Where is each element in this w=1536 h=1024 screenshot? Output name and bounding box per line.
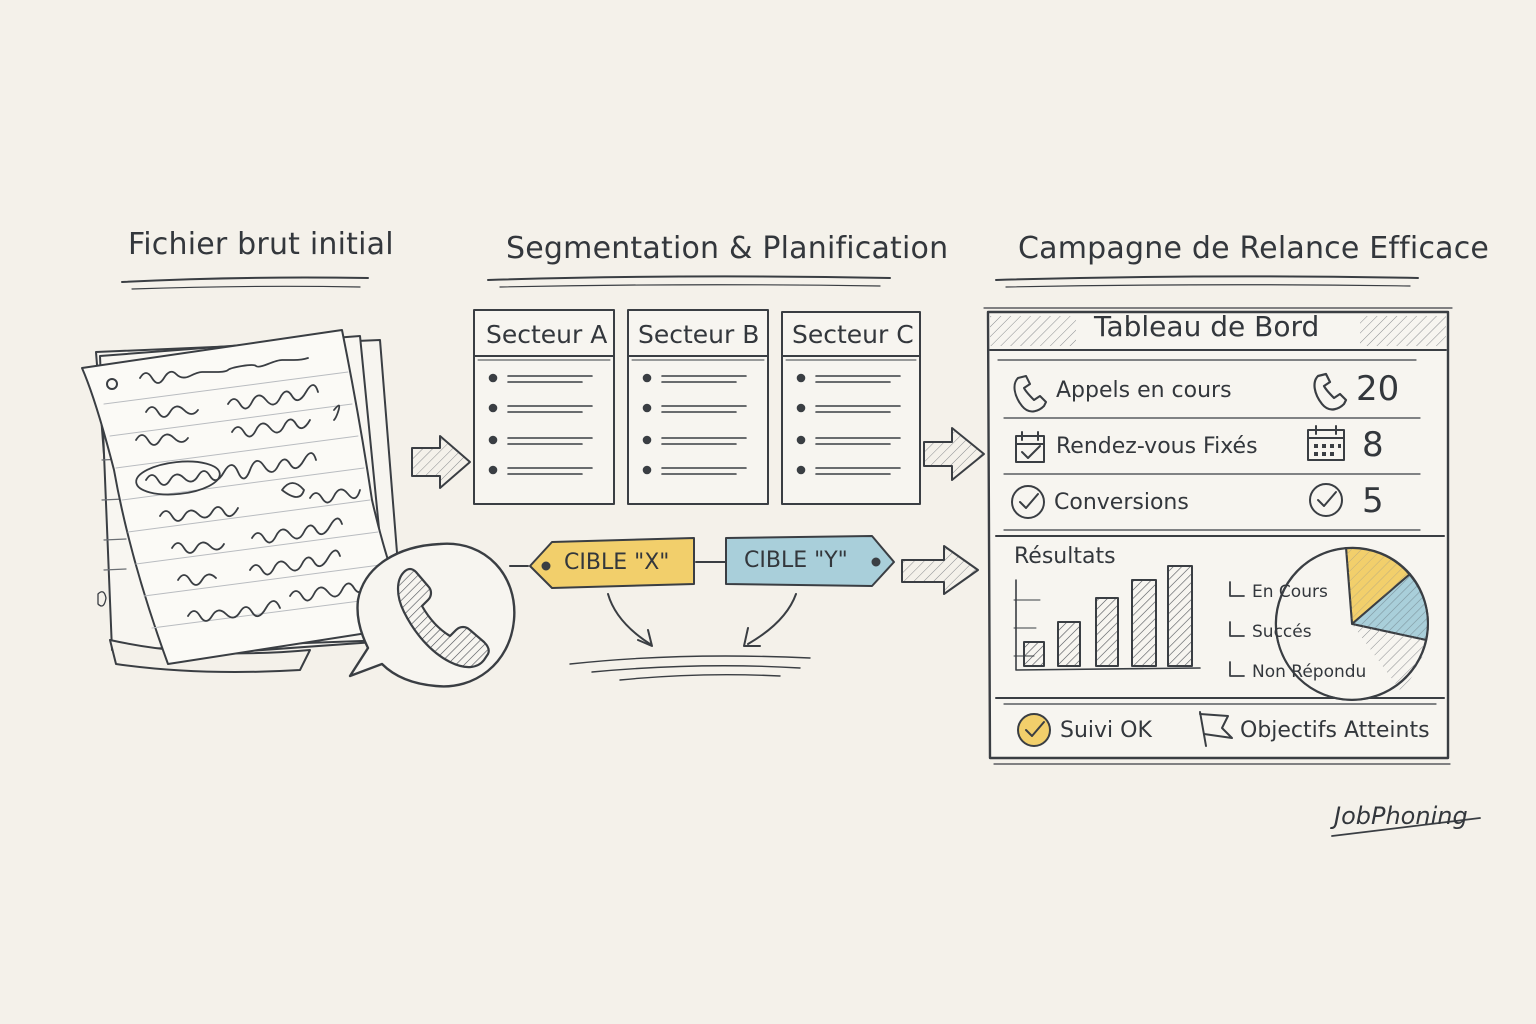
metric-calls-value: 20 (1356, 369, 1400, 409)
results-bar (1023, 641, 1045, 667)
legend-en-cours: En Cours (1252, 582, 1328, 602)
campaign-title: Campagne de Relance Efficace (1018, 231, 1490, 266)
raw-file-title: Fichier brut initial (128, 227, 394, 262)
brand-logo: JobPhoning (1334, 802, 1468, 830)
segmentation-title-underline (487, 275, 891, 288)
brand-underline (1331, 817, 1481, 837)
results-pie-chart (1274, 546, 1429, 701)
footer-suivi-ok: Suivi OK (1060, 718, 1152, 743)
legend-markers (1229, 581, 1245, 677)
metric-appointments-value: 8 (1362, 425, 1384, 465)
arrow-segmentation-to-campaign (923, 427, 985, 481)
target-x-label: CIBLE "X" (564, 550, 670, 575)
target-ground-scribble (569, 655, 811, 681)
arrow-targets-to-campaign (901, 545, 979, 595)
raw-file-title-underline (121, 276, 369, 290)
target-curved-arrows (607, 593, 797, 647)
arrow-raw-to-segmentation (411, 435, 471, 489)
sector-list-lines (488, 373, 901, 475)
sector-panel-b (627, 309, 769, 505)
campaign-title-underline (995, 275, 1419, 288)
results-bar (1057, 621, 1081, 667)
results-bar (1167, 565, 1193, 667)
results-bar (1095, 597, 1119, 667)
phone-icon (1013, 375, 1047, 413)
phone-handset-icon (396, 567, 490, 669)
footer-objectifs-atteints: Objectifs Atteints (1240, 718, 1430, 743)
target-tag-y (725, 535, 895, 587)
check-circle-icon (1011, 485, 1045, 519)
phone-icon (1313, 372, 1348, 411)
metric-conversions-value: 5 (1362, 481, 1384, 521)
check-circle-icon (1309, 483, 1343, 517)
calendar-icon (1307, 425, 1345, 461)
results-bar (1131, 579, 1157, 667)
results-label: Résultats (1014, 544, 1116, 569)
sector-b-label: Secteur B (638, 320, 760, 349)
metric-appointments-label: Rendez-vous Fixés (1056, 434, 1258, 459)
sector-panel-a (473, 309, 615, 505)
segmentation-title: Segmentation & Planification (506, 231, 949, 266)
flag-icon (1199, 711, 1233, 747)
metric-conversions-label: Conversions (1054, 490, 1189, 515)
metric-calls-label: Appels en cours (1056, 378, 1232, 403)
legend-succes: Succés (1252, 622, 1312, 642)
dashboard-title: Tableau de Bord (1094, 310, 1320, 343)
target-y-label: CIBLE "Y" (744, 548, 848, 573)
results-bar-chart (1013, 565, 1201, 671)
target-tag-x (529, 537, 695, 589)
legend-non-repondu: Non Répondu (1252, 662, 1367, 682)
calendar-icon (1015, 431, 1045, 463)
check-circle-icon (1017, 713, 1051, 747)
raw-file-pile (81, 329, 413, 673)
phone-bubble (348, 542, 516, 688)
sector-c-label: Secteur C (792, 320, 914, 349)
sector-a-label: Secteur A (486, 320, 608, 349)
